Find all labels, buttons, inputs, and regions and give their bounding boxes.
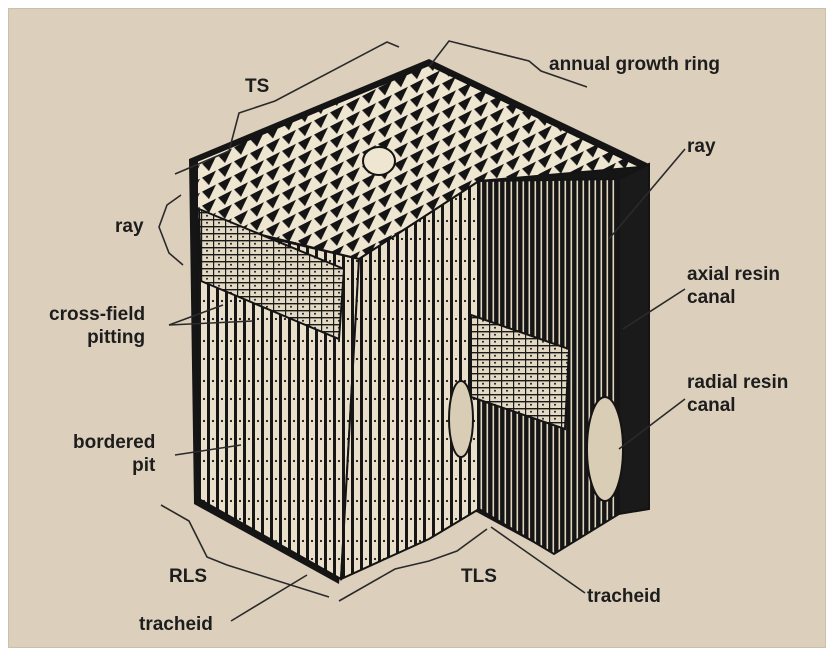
radial-resin-canal-line-2: canal [687,394,788,417]
bordered-pit-line-2: pit [73,454,155,477]
label-rls: RLS [169,565,207,588]
leader-tracheid-bottom [231,575,307,621]
axial-resin-canal-line-1: axial resin [687,263,780,286]
label-tls: TLS [461,565,497,588]
bracket-ray-left [159,195,183,265]
label-ray-left: ray [115,215,144,238]
radial-resin-canal-shape [587,397,623,501]
label-tracheid-bottom: tracheid [139,613,213,636]
radial-resin-canal-line-1: radial resin [687,371,788,394]
axial-resin-canal-line-2: canal [687,286,780,309]
bordered-pit-line-1: bordered [73,431,155,454]
label-tracheid-right: tracheid [587,585,661,608]
label-ray-top: ray [687,135,716,158]
label-axial-resin-canal: axial resin canal [687,263,780,309]
tangential-resin-canal-shape [449,381,473,457]
diagram-frame: TS annual growth ring ray ray axial resi… [8,8,826,648]
cross-field-pitting-line-1: cross-field [49,303,145,326]
cross-field-pitting-line-2: pitting [49,326,145,349]
label-cross-field-pitting: cross-field pitting [49,303,145,349]
wood-block-drawing [189,59,649,584]
label-ts: TS [245,75,269,98]
axial-resin-canal-opening [363,147,395,175]
label-annual-growth-ring: annual growth ring [549,53,720,76]
label-bordered-pit: bordered pit [73,431,155,477]
label-radial-resin-canal: radial resin canal [687,371,788,417]
